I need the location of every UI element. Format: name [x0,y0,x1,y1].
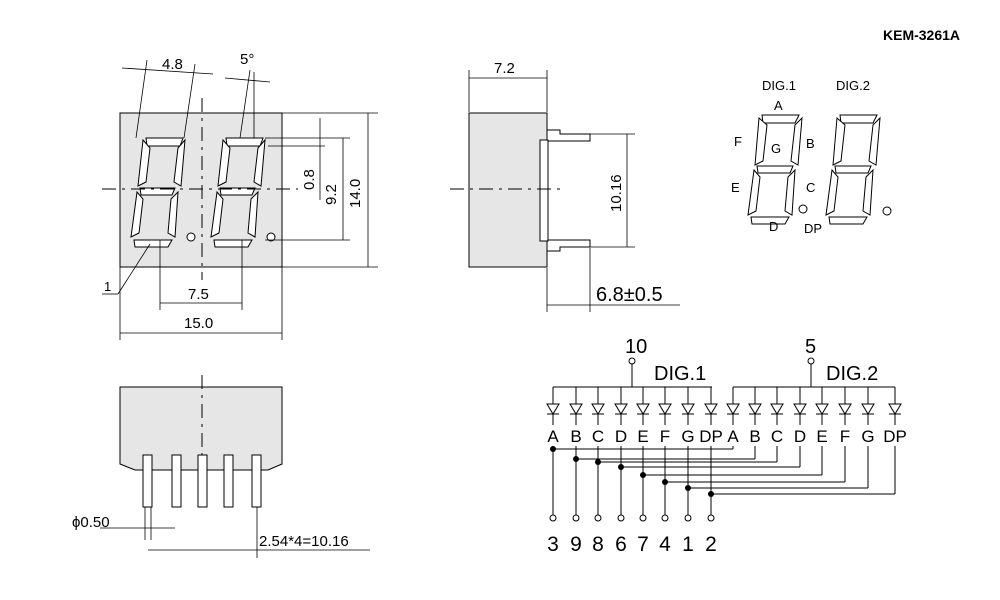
junction-dot [618,464,624,470]
pin-number-6: 6 [615,533,627,556]
junction-dot [685,485,691,491]
junction-dot [662,479,668,485]
pin-number-9: 9 [570,533,582,556]
seg-d-label: D [769,219,778,234]
bottom-view: ϕ0.50 2.54*4=10.16 [72,375,370,558]
seg-b-label: B [806,136,815,151]
dig1-label: DIG.1 [762,78,796,93]
depth-dim: 7.2 [494,60,515,77]
pin-terminal [639,514,647,522]
dig2-pin-number: 5 [805,336,816,358]
schematic-seg-label-dig2-dp: DP [883,427,907,446]
display-body-bottom [119,386,283,471]
schematic-seg-label-dig1-b: B [570,427,581,446]
schematic-seg-label-dig1-e: E [637,427,648,446]
schematic-seg-label-dig2-f: F [840,427,850,446]
diode-dig1-b [569,387,583,425]
dig2-common-label: DIG.2 [826,363,878,385]
diode-dig2-d [793,387,807,425]
schematic-seg-label-dig1-dp: DP [699,427,723,446]
junction-dot [708,491,714,497]
pin-terminal [572,514,580,522]
pin-row-dim: 10.16 [608,174,625,212]
seg-g-label: G [771,141,781,156]
pin-number-2: 2 [705,533,717,556]
pin-number-3: 3 [547,533,559,556]
diode-dig2-a [726,387,740,425]
diode-dig1-d [614,387,628,425]
schematic-seg-label-dig2-d: D [794,427,806,446]
segment-diagram: DIG.1 DIG.2 A B C D E F G DP [731,78,892,236]
dig1-pin-number: 10 [625,336,647,358]
width-dim: 15.0 [184,315,213,332]
junction-dot [550,446,556,452]
junction-dot [640,472,646,478]
schematic-seg-label-dig2-e: E [816,427,827,446]
junction-dot [595,459,601,465]
junction-dot [573,456,579,462]
schematic-seg-label-dig1-f: F [660,427,670,446]
schematic-seg-label-dig1-g: G [681,427,694,446]
pin-terminal [661,514,669,522]
pin-number-7: 7 [637,533,649,556]
part-number-title: KEM-3261A [883,27,960,43]
pin-number-4: 4 [659,533,671,556]
seg-a-label: A [774,98,783,113]
pin-number-1: 1 [682,533,694,556]
diode-dig2-dp [888,387,902,425]
front-view: 4.8 5° 14.0 9.2 0.8 7.5 15.0 1 [102,51,378,340]
pin-number-8: 8 [592,533,604,556]
diode-dig2-f [838,387,852,425]
digit-height-dim: 9.2 [323,184,340,205]
diode-dig1-dp [704,387,718,425]
height-dim: 14.0 [347,179,364,208]
pin-terminal [617,514,625,522]
seg-dp-label: DP [804,221,822,236]
diode-dig2-c [770,387,784,425]
schematic-seg-label-dig2-g: G [861,427,874,446]
diode-dig2-g [861,387,875,425]
digit-1-segments [130,137,196,248]
digit-pitch-dim: 7.5 [188,286,209,303]
diode-dig2-e [815,387,829,425]
diode-dig1-f [658,387,672,425]
dig1-common-label: DIG.1 [654,363,706,385]
pin-length-dim: 6.8±0.5 [596,284,663,306]
schematic-seg-label-dig2-b: B [749,427,760,446]
segment-width-dim: 0.8 [301,169,318,190]
diode-dig2-b [748,387,762,425]
schematic-seg-label-dig1-d: D [615,427,627,446]
schematic-seg-label-dig2-a: A [727,427,739,446]
schematic-seg-label-dig1-c: C [592,427,604,446]
seg-e-label: E [731,180,740,195]
char-width-dim: 4.8 [162,56,183,73]
diode-dig1-e [636,387,650,425]
pin-diameter-dim: ϕ0.50 [72,514,110,531]
schematic-seg-label-dig1-a: A [547,427,559,446]
schematic-seg-label-dig2-c: C [771,427,783,446]
diode-dig1-g [681,387,695,425]
display-body-side [468,112,548,268]
pin-terminal [684,514,692,522]
diode-dig1-c [591,387,605,425]
seg-c-label: C [806,180,815,195]
pin-terminal [594,514,602,522]
digit-2-segments [210,137,276,248]
pin-terminal [707,514,715,522]
pin-terminal [549,514,557,522]
diode-dig1-a [546,387,560,425]
pin1-marker-label: 1 [104,279,111,294]
seg-f-label: F [734,134,742,149]
side-view: 7.2 10.16 6.8±0.5 [450,60,680,312]
pin-pitch-dim: 2.54*4=10.16 [259,533,349,550]
dig2-label: DIG.2 [836,78,870,93]
slant-angle-dim: 5° [240,51,254,68]
